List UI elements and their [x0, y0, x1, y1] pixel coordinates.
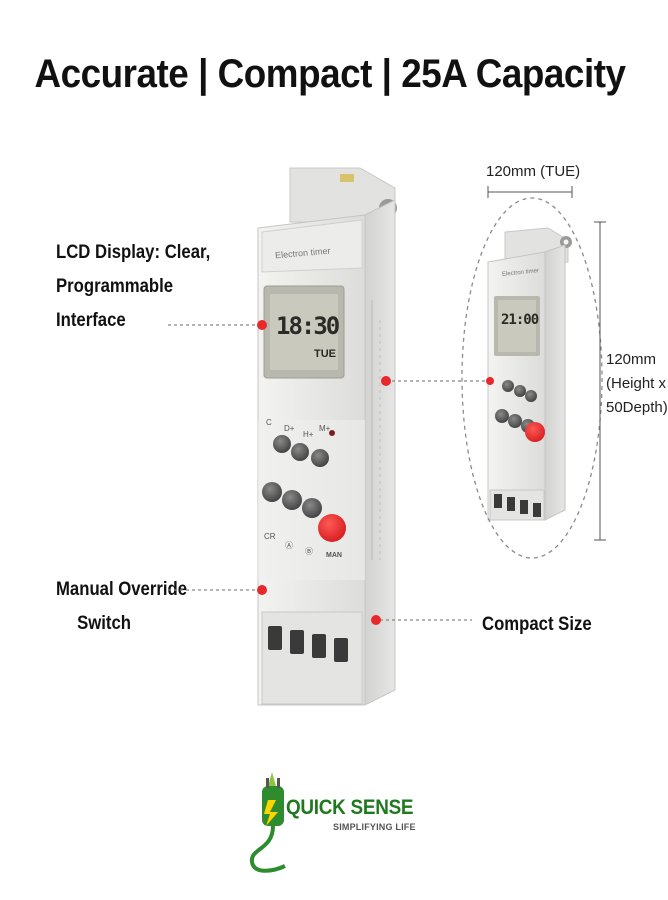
button-label-h-plus: H+ [303, 430, 314, 439]
button-label-m-plus: M+ [319, 424, 331, 433]
button-label-d-plus: D+ [284, 424, 295, 433]
small-device-marker-dot [486, 377, 494, 385]
button-label-a: Ⓐ [285, 541, 293, 550]
manual-callout: Manual Override Switch [56, 573, 187, 641]
height-dimension-label: 120mm (Height x 50Depth) [606, 348, 668, 420]
small-lcd-time-display: 21:00 [501, 312, 539, 328]
main-timer-device [257, 167, 397, 706]
height-dimension-line-3: 50Depth) [606, 399, 668, 416]
lcd-callout-line-3: Interface [56, 310, 126, 331]
lcd-day-display: TUE [314, 348, 336, 360]
button-label-man: MAN [326, 552, 342, 559]
manual-marker-dot [257, 585, 267, 595]
dimension-ellipse [461, 197, 603, 559]
lcd-marker-dot [257, 320, 267, 330]
quick-sense-plug-icon [249, 772, 286, 873]
manual-callout-line-2: Switch [77, 613, 132, 634]
brand-tagline: SIMPLIFYING LIFE [333, 822, 416, 832]
compact-callout: Compact Size [482, 614, 592, 635]
brand-name: QUICK SENSE [286, 796, 414, 819]
height-dimension-line-1: 120mm [606, 351, 657, 368]
button-label-c: C [266, 418, 272, 427]
button-label-b: Ⓑ [305, 547, 313, 556]
headline: Accurate | Compact | 25A Capacity [34, 52, 626, 96]
width-dimension-label: 120mm (TUE) [486, 163, 581, 180]
side-marker-dot [381, 376, 391, 386]
height-dimension-line [594, 221, 606, 541]
lcd-callout-line-2: Programmable [56, 276, 174, 297]
button-label-cr: CR [264, 532, 276, 541]
lcd-time-display: 18:30 [276, 312, 340, 340]
lcd-callout-line-1: LCD Display: Clear, [56, 242, 211, 263]
manual-callout-line-1: Manual Override [56, 579, 188, 600]
lcd-callout: LCD Display: Clear, Programmable Interfa… [56, 236, 210, 338]
height-dimension-line-2: (Height x [606, 375, 667, 392]
width-dimension-line [487, 186, 573, 198]
small-timer-device [487, 227, 572, 521]
compact-marker-dot [371, 615, 381, 625]
